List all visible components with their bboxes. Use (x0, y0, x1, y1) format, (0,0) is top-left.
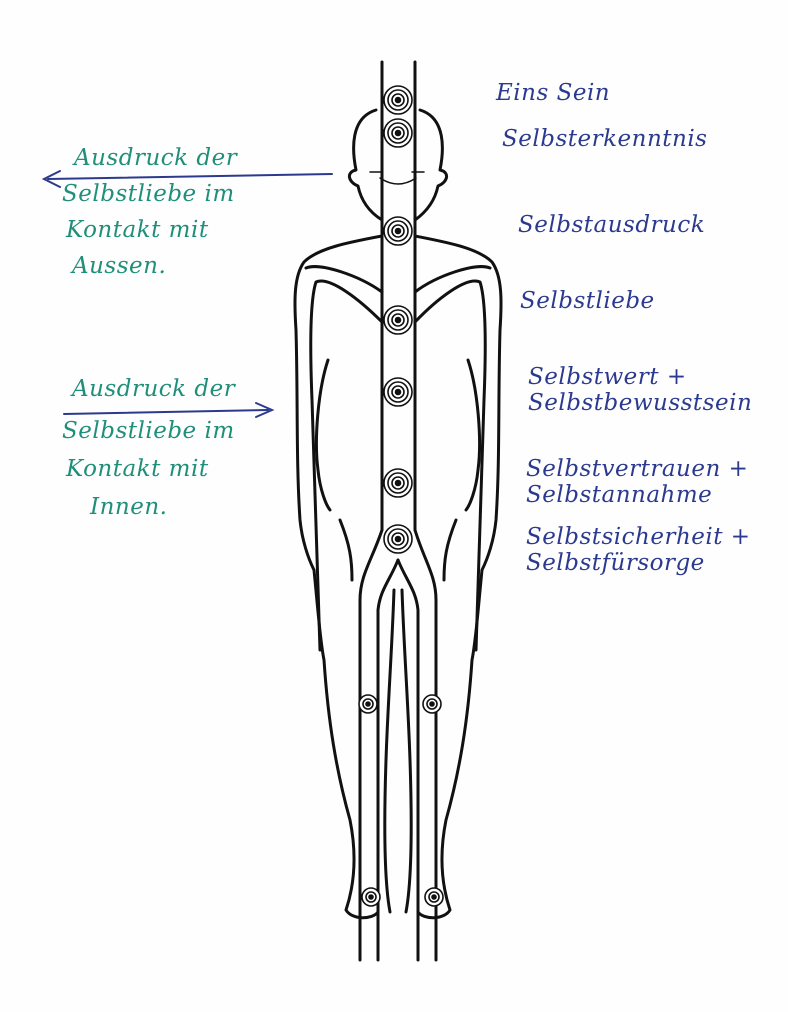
label-eins-sein: Eins Sein (496, 80, 610, 106)
smile (380, 178, 416, 184)
waist-right (444, 520, 456, 580)
arm-inner-right (466, 360, 480, 510)
chakra-foot-left-icon (362, 888, 380, 906)
chakra-spirals (359, 86, 443, 906)
label-selbstwert: Selbstwert + Selbstbewusstsein (528, 364, 752, 416)
waist-left (340, 520, 352, 580)
chakra-root-icon (384, 525, 412, 553)
arm-channel-left (311, 281, 382, 650)
chakra-knee-right-icon (423, 695, 441, 713)
head-outline (349, 110, 382, 220)
chakra-solar-plexus-icon (384, 378, 412, 406)
label-selbstausdruck: Selbstausdruck (518, 212, 705, 238)
label-selbstvertrauen: Selbstvertrauen + Selbstannahme (526, 456, 748, 508)
note-aussen: Ausdruck der Selbstliebe im Kontakt mit … (74, 140, 237, 284)
leg-inner-left (385, 590, 394, 912)
chakra-sacral-icon (384, 469, 412, 497)
chakra-knee-left-icon (359, 695, 377, 713)
arm-inner-left (316, 360, 330, 510)
body-outline-left (295, 220, 382, 918)
chakra-crown-icon (384, 86, 412, 114)
label-selbstliebe: Selbstliebe (520, 288, 655, 314)
body-outline-right (415, 220, 501, 918)
chakra-foot-right-icon (425, 888, 443, 906)
chakra-heart-icon (384, 306, 412, 334)
leg-inner-right (402, 590, 411, 912)
arm-channel-right (415, 281, 485, 650)
label-selbstsicherheit: Selbstsicherheit + Selbstfürsorge (526, 524, 751, 576)
head-outline-right (415, 110, 447, 220)
arm-channel-left-outer (306, 267, 382, 292)
chakra-throat-icon (384, 217, 412, 245)
note-innen: Ausdruck der Selbstliebe im Kontakt mit … (72, 370, 235, 526)
chakra-third-eye-icon (384, 119, 412, 147)
label-selbsterkenntnis: Selbsterkenntnis (502, 126, 708, 152)
